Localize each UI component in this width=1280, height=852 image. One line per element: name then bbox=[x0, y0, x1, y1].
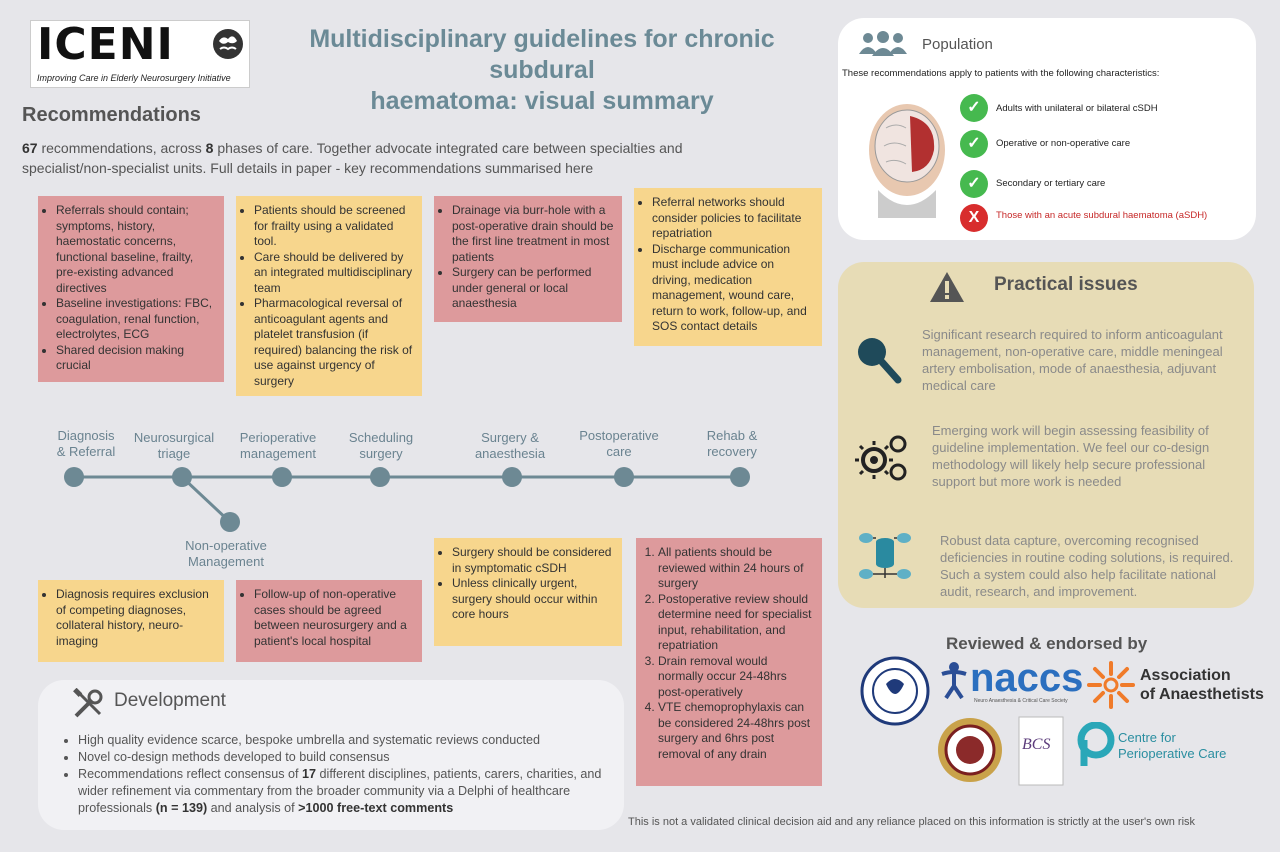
list-item: Surgery should be considered in symptoma… bbox=[452, 545, 614, 576]
practical-issues-panel: Practical issues Significant research re… bbox=[838, 262, 1254, 608]
timeline-dot-postoperative bbox=[614, 467, 634, 487]
perioperative-box: Patients should be screened for frailty … bbox=[236, 196, 422, 396]
surgery-box: Drainage via burr-hole with a post-opera… bbox=[434, 196, 622, 322]
practical-text-2: Emerging work will begin assessing feasi… bbox=[932, 423, 1210, 489]
scheduling-box: Surgery should be considered in symptoma… bbox=[434, 538, 622, 646]
tools-icon bbox=[73, 688, 103, 718]
check-icon: ✓ bbox=[960, 94, 988, 122]
list-item: Follow-up of non-operative cases should … bbox=[254, 587, 414, 649]
naccs-subtitle: Neuro Anaesthesia & Critical Care Societ… bbox=[974, 698, 1068, 704]
endorsed-heading: Reviewed & endorsed by bbox=[946, 634, 1148, 653]
logo-text: ICENI bbox=[37, 19, 174, 70]
population-subtitle: These recommendations apply to patients … bbox=[842, 68, 1160, 79]
people-icon bbox=[859, 31, 907, 56]
development-heading: Development bbox=[114, 690, 226, 711]
population-panel: Population These recommendations apply t… bbox=[838, 18, 1256, 240]
diagnosis-bottom-box: Diagnosis requires exclusion of competin… bbox=[38, 580, 224, 662]
criterion-2: Operative or non-operative care bbox=[996, 138, 1131, 149]
list-item: High quality evidence scarce, bespoke um… bbox=[78, 732, 628, 749]
sbns-logo bbox=[860, 656, 930, 726]
list-item: Drainage via burr-hole with a post-opera… bbox=[452, 203, 614, 265]
development-panel: Development High quality evidence scarce… bbox=[38, 680, 624, 830]
timeline-dot-rehab bbox=[730, 467, 750, 487]
practical-heading: Practical issues bbox=[994, 274, 1138, 295]
cross-icon: X bbox=[960, 204, 988, 232]
aa-logo-icon bbox=[1087, 661, 1135, 709]
logo-tagline: Improving Care in Elderly Neurosurgery I… bbox=[37, 73, 231, 83]
recommendations-heading: Recommendations bbox=[22, 104, 201, 126]
list-item: Shared decision making crucial bbox=[56, 343, 216, 374]
database-cloud-icon bbox=[859, 533, 911, 579]
gears-icon bbox=[855, 435, 907, 481]
timeline-dot-diagnosis bbox=[64, 467, 84, 487]
warning-icon bbox=[930, 272, 964, 302]
check-icon: ✓ bbox=[960, 170, 988, 198]
practical-text-1: Significant research required to inform … bbox=[922, 327, 1223, 393]
recs-count: 67 bbox=[22, 140, 38, 156]
list-item: Discharge communication must include adv… bbox=[652, 242, 814, 335]
rehab-box: Referral networks should consider polici… bbox=[634, 188, 822, 346]
postoperative-box: All patients should be reviewed within 2… bbox=[636, 538, 822, 786]
list-item: Diagnosis requires exclusion of competin… bbox=[56, 587, 216, 649]
head-scan-image bbox=[869, 104, 945, 218]
society-seal-logo bbox=[938, 718, 1002, 782]
intro-text-2: phases of care. Together advocate integr… bbox=[22, 140, 683, 176]
list-item: Referral networks should consider polici… bbox=[652, 195, 814, 242]
magnifier-icon bbox=[858, 338, 902, 384]
disclaimer-footer: This is not a validated clinical decisio… bbox=[628, 816, 1196, 828]
list-item: Unless clinically urgent, surgery should… bbox=[452, 576, 614, 623]
list-item: Novel co-design methods developed to bui… bbox=[78, 749, 628, 766]
phases-count: 8 bbox=[205, 140, 214, 156]
practical-text-3: Robust data capture, overcoming recognis… bbox=[940, 533, 1234, 599]
timeline-dot-neurosurgical bbox=[172, 467, 192, 487]
list-item: All patients should be reviewed within 2… bbox=[658, 545, 814, 592]
title-line-1: Multidisciplinary guidelines for chronic… bbox=[309, 25, 775, 84]
title-line-2: haematoma: visual summary bbox=[370, 87, 714, 115]
list-item: Pharmacological reversal of anticoagulan… bbox=[254, 296, 414, 389]
check-icon: ✓ bbox=[960, 130, 988, 158]
list-item: Baseline investigations: FBC, coagulatio… bbox=[56, 296, 216, 343]
bcs-logo-icon bbox=[1018, 716, 1064, 786]
cpoc-logo-icon bbox=[1077, 722, 1115, 766]
population-heading: Population bbox=[922, 36, 993, 53]
intro-text-1: recommendations, across bbox=[37, 140, 206, 156]
page-title: Multidisciplinary guidelines for chronic… bbox=[262, 24, 822, 117]
diagnosis-top-box: Referrals should contain; symptoms, hist… bbox=[38, 196, 224, 382]
recommendations-intro: 67 recommendations, across 8 phases of c… bbox=[22, 138, 762, 178]
timeline-dot-surgery bbox=[502, 467, 522, 487]
naccs-logo-text: naccs bbox=[970, 656, 1084, 700]
naccs-figure-icon bbox=[941, 662, 967, 700]
criterion-4: Those with an acute subdural haematoma (… bbox=[996, 210, 1208, 221]
list-item: Patients should be screened for frailty … bbox=[254, 203, 414, 250]
nonoperative-box: Follow-up of non-operative cases should … bbox=[236, 580, 422, 662]
list-item: VTE chemoprophylaxis can be considered 2… bbox=[658, 700, 814, 762]
list-item: Drain removal would normally occur 24-48… bbox=[658, 654, 814, 701]
brain-icon bbox=[213, 29, 243, 59]
list-item: Postoperative review should determine ne… bbox=[658, 592, 814, 654]
list-item: Recommendations reflect consensus of 17 … bbox=[78, 766, 628, 817]
list-item: Referrals should contain; symptoms, hist… bbox=[56, 203, 216, 296]
criterion-1: Adults with unilateral or bilateral cSDH bbox=[996, 103, 1158, 114]
timeline-dot-scheduling bbox=[370, 467, 390, 487]
bcs-logo-text: BCS bbox=[1022, 736, 1051, 753]
iceni-logo: ICENI Improving Care in Elderly Neurosur… bbox=[30, 19, 250, 88]
list-item: Care should be delivered by an integrate… bbox=[254, 250, 414, 297]
list-item: Surgery can be performed under general o… bbox=[452, 265, 614, 312]
timeline-label-surgery: Surgery &anaesthesia bbox=[474, 430, 546, 461]
criterion-3: Secondary or tertiary care bbox=[996, 178, 1106, 189]
timeline-dot-nonoperative bbox=[220, 512, 240, 532]
timeline-label-diagnosis: Diagnosis& Referral bbox=[56, 428, 116, 459]
timeline-dot-perioperative bbox=[272, 467, 292, 487]
timeline-label-rehab: Rehab &recovery bbox=[706, 428, 758, 459]
